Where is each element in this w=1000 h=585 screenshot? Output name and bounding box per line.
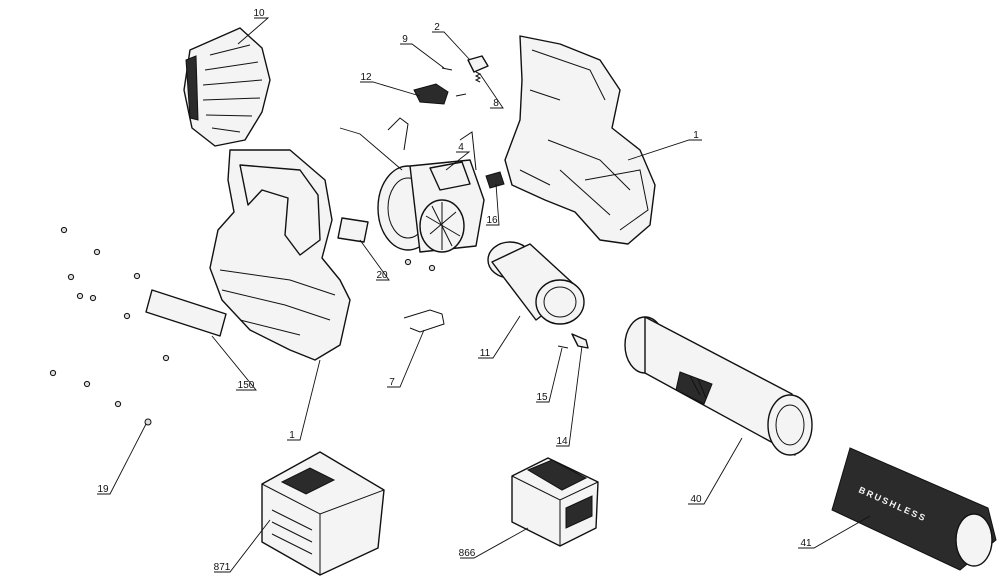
- part-14-latch: [571, 333, 589, 349]
- callout-40: 40: [690, 494, 702, 505]
- part-41-nozzle: BRUSHLESS: [831, 447, 997, 571]
- part-16-switch-block: [485, 171, 505, 189]
- screw-set: [49, 226, 436, 408]
- callout-15: 15: [536, 392, 548, 403]
- callout-866: 866: [459, 548, 476, 559]
- part-9-pin: [441, 67, 453, 71]
- part-20-label: [337, 217, 369, 243]
- part-40-tube-extension: [624, 316, 813, 456]
- part-150-rating-label: [145, 289, 227, 337]
- callout-numbers: 10 2 9 12 8 1 4 16 20 11 150 7 15 14 1 1…: [97, 8, 812, 573]
- callout-871: 871: [214, 562, 231, 573]
- callout-11: 11: [480, 348, 491, 359]
- part-866-battery: [511, 457, 599, 547]
- callout-20: 20: [376, 270, 388, 281]
- callout-8: 8: [493, 98, 499, 109]
- part-19-screw: [144, 418, 152, 426]
- callout-9: 9: [402, 34, 408, 45]
- callout-14: 14: [556, 436, 568, 447]
- callout-19: 19: [97, 484, 109, 495]
- callout-150: 150: [238, 380, 255, 391]
- callout-12: 12: [360, 72, 372, 83]
- part-7-clip: [403, 309, 445, 333]
- callout-7: 7: [389, 377, 395, 388]
- callout-4: 4: [458, 142, 464, 153]
- part-15-pin: [557, 345, 569, 349]
- callout-1-top: 1: [693, 130, 699, 141]
- part-8-spring: [474, 71, 482, 83]
- callout-10: 10: [253, 8, 265, 19]
- part-12-trigger: [413, 83, 467, 105]
- callout-16: 16: [486, 215, 498, 226]
- part-4-motor-fan-assembly: [377, 117, 485, 253]
- part-11-air-tube: [487, 241, 585, 325]
- callout-2: 2: [434, 22, 440, 33]
- leader-lines: [97, 17, 871, 573]
- part-1-housing-right: [504, 35, 656, 245]
- callout-41: 41: [800, 538, 812, 549]
- callout-1-bottom: 1: [289, 430, 295, 441]
- part-1-housing-left: [209, 149, 351, 361]
- part-2-switch: [467, 55, 489, 73]
- part-10-rear-cover: [183, 27, 271, 147]
- part-871-charger: [261, 451, 385, 576]
